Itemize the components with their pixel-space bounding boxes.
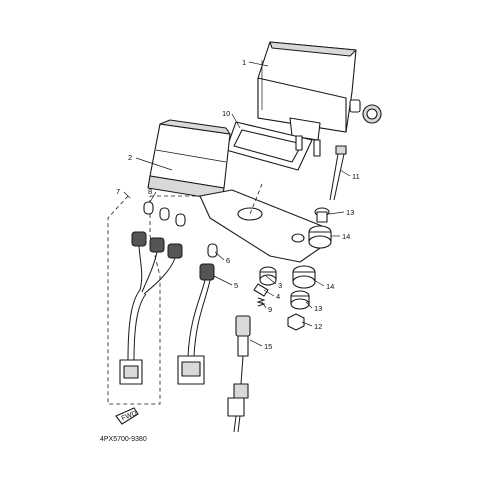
callout-5: 5: [234, 281, 238, 290]
callout-9: 9: [268, 305, 272, 314]
leader-lines: [123, 61, 351, 347]
part-12-nut: [287, 313, 305, 331]
callout-6: 6: [226, 256, 230, 265]
front-direction-marker: FWD: [115, 407, 139, 425]
callout-8: 8: [148, 187, 152, 196]
callout-13-upper: 13: [346, 208, 354, 217]
part-1-speedometer-assembly: [257, 41, 382, 141]
part-10-bracket: [225, 121, 321, 171]
part-7-socket-harness: [107, 195, 200, 405]
callout-3: 3: [278, 281, 282, 290]
callout-4: 4: [276, 292, 280, 301]
callout-10: 10: [222, 109, 230, 118]
callout-14-lower: 14: [326, 282, 334, 291]
part-5-bulb-socket: [177, 243, 218, 385]
part-2-meter-housing: [147, 119, 231, 201]
part-11-bolt: [329, 145, 347, 201]
part-3-grommet: [259, 266, 277, 286]
part-4-washer: [253, 283, 269, 297]
callout-7: 7: [116, 187, 120, 196]
callout-15: 15: [264, 342, 272, 351]
part-13-collar-upper: [314, 207, 330, 223]
part-14-grommet-lower: [292, 265, 316, 289]
callout-13-lower: 13: [314, 304, 322, 313]
callout-2: 2: [128, 153, 132, 162]
part-15-speedometer-cable: [227, 315, 251, 433]
callout-labels: 1 2 3 4 5 6 7 8 9 10 11 12 13 13 14 14 1…: [116, 58, 360, 351]
callout-12: 12: [314, 322, 322, 331]
callout-11: 11: [352, 172, 360, 181]
fwd-label: FWD: [121, 410, 138, 422]
part-13-collar-lower: [290, 290, 310, 310]
part-9-clip: [256, 297, 266, 307]
part-14-grommet-upper: [308, 225, 332, 249]
mounting-plate: [199, 183, 327, 263]
callout-14-upper: 14: [342, 232, 350, 241]
callout-1: 1: [242, 58, 246, 67]
drawing-code: 4PX5700-9380: [100, 436, 147, 443]
